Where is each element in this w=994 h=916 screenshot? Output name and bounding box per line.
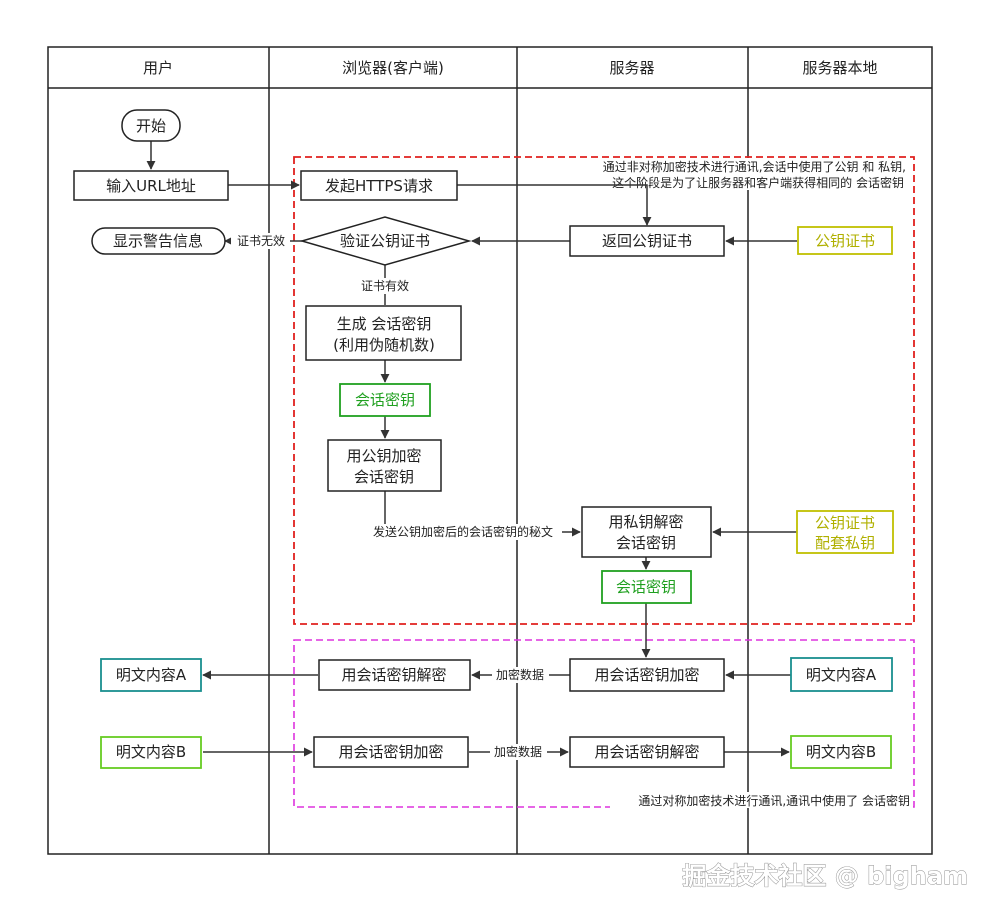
start-label: 开始 xyxy=(136,117,166,135)
label-background xyxy=(492,667,549,683)
cert-private-key-pair-node xyxy=(796,510,894,554)
label-background xyxy=(231,233,290,249)
server-encrypt-node xyxy=(569,658,725,692)
https-request-label: 发起HTTPS请求 xyxy=(325,177,433,195)
start-node xyxy=(121,109,181,142)
watermark: 掘金技术社区 @ bigham xyxy=(682,862,968,890)
generate-key-line2: (利用伪随机数) xyxy=(333,336,435,354)
plaintext-b-server-label: 明文内容B xyxy=(806,743,876,761)
input-url-label: 输入URL地址 xyxy=(106,177,196,195)
client-decrypt-node xyxy=(318,659,471,691)
plaintext-b-server-node xyxy=(790,735,892,769)
show-warning-label: 显示警告信息 xyxy=(113,232,203,250)
return-cert-label: 返回公钥证书 xyxy=(602,232,692,250)
decrypt-with-private-key-node xyxy=(581,506,712,558)
symmetric-note: 通过对称加密技术进行通讯,通讯中使用了 会话密钥 xyxy=(638,793,910,808)
label-cert-valid: 证书有效 xyxy=(361,278,409,293)
server-encrypt-label: 用会话密钥加密 xyxy=(594,666,699,684)
decrypt-priv-line2: 会话密钥 xyxy=(616,534,676,552)
cert-pair-line2: 配套私钥 xyxy=(815,534,875,552)
note-background xyxy=(610,792,912,808)
generate-session-key-node xyxy=(305,305,462,361)
lane-header-server: 服务器 xyxy=(609,59,654,77)
label-encrypted-data-1: 加密数据 xyxy=(496,667,544,682)
verify-cert-decision xyxy=(299,216,472,266)
https-request-node xyxy=(300,170,458,201)
asymmetric-phase-region xyxy=(293,156,915,625)
verify-cert-label: 验证公钥证书 xyxy=(340,232,430,250)
encrypt-pub-line2: 会话密钥 xyxy=(354,468,414,486)
label-background xyxy=(354,278,416,294)
lane-header-user: 用户 xyxy=(143,59,173,77)
plaintext-a-server-node xyxy=(790,657,893,692)
show-warning-node xyxy=(91,227,226,255)
label-send-encrypted-key: 发送公钥加密后的会话密钥的秘文 xyxy=(373,524,553,539)
return-cert-node xyxy=(569,225,725,257)
plaintext-a-server-label: 明文内容A xyxy=(806,666,877,684)
session-key-server-label: 会话密钥 xyxy=(616,578,676,596)
cert-local-node xyxy=(797,226,893,255)
session-key-client-label: 会话密钥 xyxy=(355,391,415,409)
session-key-server-node xyxy=(601,570,692,604)
server-decrypt-node xyxy=(569,736,725,768)
asymmetric-note-line1: 通过非对称加密技术进行通讯,会话中使用了公钥 和 私钥, xyxy=(603,159,906,174)
label-background xyxy=(365,524,562,540)
edge-request-to-server xyxy=(457,184,652,226)
generate-key-line1: 生成 会话密钥 xyxy=(337,315,432,333)
input-url-node xyxy=(73,170,229,201)
symmetric-phase-region xyxy=(293,639,915,808)
lane-header-browser: 浏览器(客户端) xyxy=(342,59,444,77)
encrypt-with-public-key-node xyxy=(327,439,442,492)
encrypt-pub-line1: 用公钥加密 xyxy=(346,447,421,465)
asymmetric-note-line2: 这个阶段是为了让服务器和客户端获得相同的 会话密钥 xyxy=(612,175,904,190)
plaintext-b-user-node xyxy=(100,736,202,769)
plaintext-a-user-label: 明文内容A xyxy=(116,666,187,684)
session-key-client-node xyxy=(339,383,431,417)
client-encrypt-node xyxy=(313,736,469,768)
plaintext-a-user-node xyxy=(100,658,202,692)
cert-pair-line1: 公钥证书 xyxy=(815,514,875,532)
cert-local-label: 公钥证书 xyxy=(815,232,875,250)
label-encrypted-data-2: 加密数据 xyxy=(494,744,542,759)
lane-header-server-local: 服务器本地 xyxy=(802,59,877,77)
label-background xyxy=(490,744,547,760)
server-decrypt-label: 用会话密钥解密 xyxy=(594,743,699,761)
decrypt-priv-line1: 用私钥解密 xyxy=(608,513,683,531)
plaintext-b-user-label: 明文内容B xyxy=(116,743,186,761)
client-encrypt-label: 用会话密钥加密 xyxy=(338,743,443,761)
label-cert-invalid: 证书无效 xyxy=(237,233,285,248)
client-decrypt-label: 用会话密钥解密 xyxy=(341,666,446,684)
